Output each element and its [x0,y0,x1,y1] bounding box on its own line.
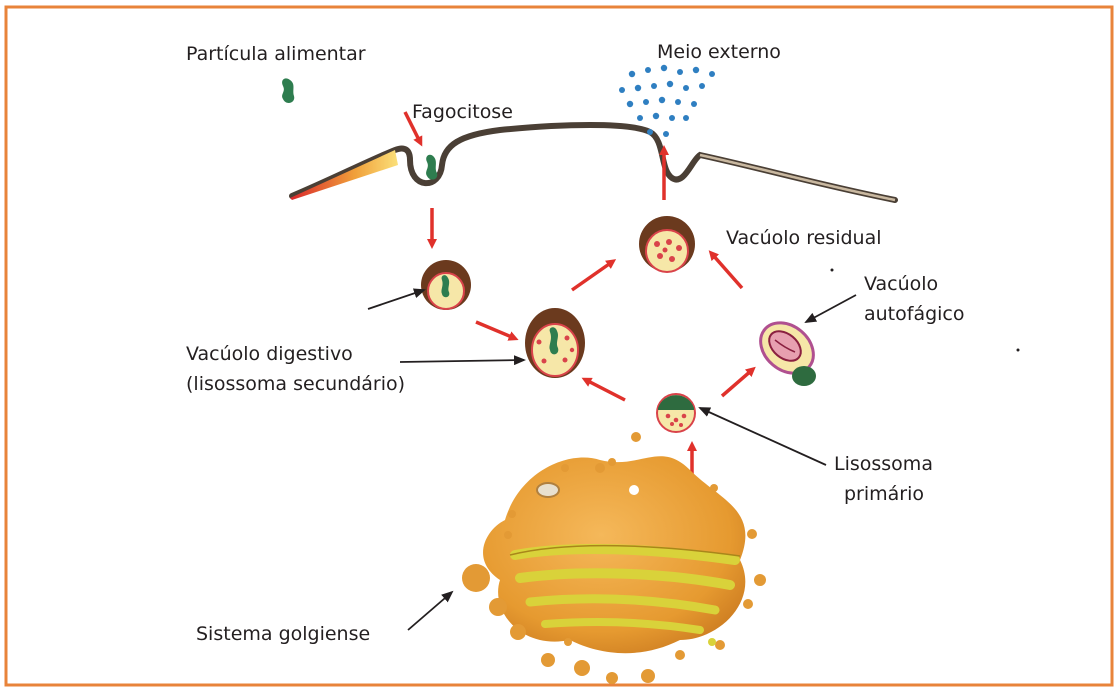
engulfed-particle [426,155,437,180]
cell-membrane [290,125,895,200]
label-meio-externo: Meio externo [657,40,781,64]
digestive-vacuole [525,308,585,378]
food-particle [282,78,294,103]
label-vacuolo-digestivo-2: (lisossoma secundário) [186,372,405,396]
label-vacuolo-autofagico-1: Vacúolo [864,272,938,296]
label-lisossoma-1: Lisossoma [834,452,933,476]
label-sistema-golgiense: Sistema golgiense [196,622,370,646]
autophagic-vacuole [751,313,824,386]
label-particula-alimentar: Partícula alimentar [186,42,366,66]
label-fagocitose: Fagocitose [412,100,513,124]
primary-lysosome [657,394,695,432]
residual-vacuole [639,216,695,272]
label-vacuolo-digestivo-1: Vacúolo digestivo [186,342,353,366]
label-lisossoma-2: primário [844,482,924,506]
golgi-system [462,432,766,684]
label-vacuolo-residual: Vacúolo residual [726,226,882,250]
phagosome [421,260,471,310]
label-vacuolo-autofagico-2: autofágico [864,302,965,326]
